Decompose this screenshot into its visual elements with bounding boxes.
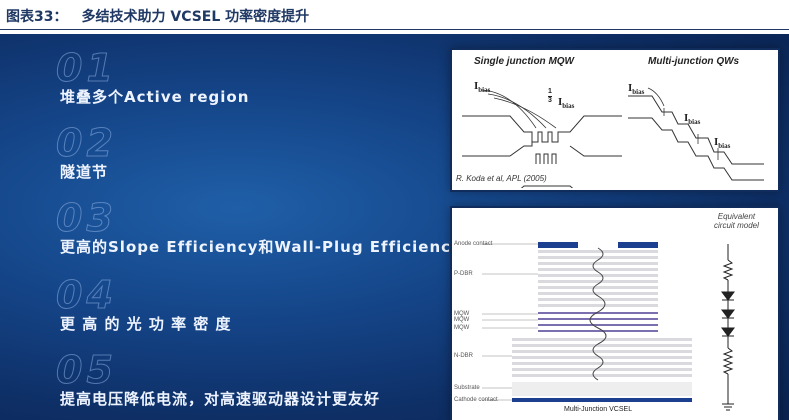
figure-number: 图表33： [6, 9, 68, 25]
layer-label: P-DBR [454, 271, 473, 277]
band-diagram-panel: Single junction MQW Multi-junction QWs I… [450, 48, 780, 192]
ibias-label: Ibias [558, 96, 575, 111]
equivalent-circuit-title: Equivalent circuit model [714, 212, 759, 230]
item-label: 堆叠多个Active region [60, 88, 250, 106]
structure-diagram [482, 242, 735, 411]
list-item: 03 更高的Slope Efficiency和Wall-Plug Efficie… [0, 196, 461, 268]
list-item: 01 堆叠多个Active region [0, 48, 440, 118]
layer-label: Cathode contact [454, 397, 498, 403]
single-junction-title: Single junction MQW [474, 56, 574, 67]
layer-label: MQW [454, 317, 470, 323]
list-item: 05 提高电压降低电流，对高速驱动器设计更友好 [0, 350, 440, 420]
list-item: 02 隧道节 [0, 123, 440, 193]
item-number: 03 [56, 196, 117, 240]
item-number: 01 [56, 46, 117, 90]
item-number: 02 [56, 121, 117, 165]
ibias-label: Ibias [628, 82, 645, 97]
layer-label: MQW [454, 325, 470, 331]
list-item: 04 更 高 的 光 功 率 密 度 [0, 275, 440, 345]
figure-title: 多结技术助力 VCSEL 功率密度提升 [81, 9, 310, 25]
structure-panel: Equivalent circuit model [450, 206, 780, 420]
item-label: 更 高 的 光 功 率 密 度 [60, 315, 232, 333]
item-label: 提高电压降低电流，对高速驱动器设计更友好 [60, 390, 381, 408]
layer-label: Substrate [454, 385, 480, 391]
layer-label: MQW [454, 311, 470, 317]
ibias-label: Ibias [714, 136, 731, 151]
layer-label: Anode contact [454, 241, 493, 247]
citation: R. Koda et al, APL (2005) [456, 174, 547, 183]
item-number: 04 [56, 273, 117, 317]
layer-label: N-DBR [454, 353, 473, 359]
multi-junction-title: Multi-junction QWs [648, 56, 740, 67]
item-label: 更高的Slope Efficiency和Wall-Plug Efficiency [60, 238, 462, 256]
figure-caption: 图表33： 多结技术助力 VCSEL 功率密度提升 [6, 4, 309, 28]
item-number: 05 [56, 348, 117, 392]
item-label: 隧道节 [60, 163, 109, 181]
caption-divider [0, 29, 789, 30]
slide: 01 堆叠多个Active region 02 隧道节 03 更高的Slope … [0, 34, 789, 420]
ibias-label: Ibias [474, 80, 491, 95]
ibias-label: Ibias [684, 112, 701, 127]
structure-caption: Multi-Junction VCSEL [564, 406, 633, 413]
band-diagram [462, 87, 764, 188]
